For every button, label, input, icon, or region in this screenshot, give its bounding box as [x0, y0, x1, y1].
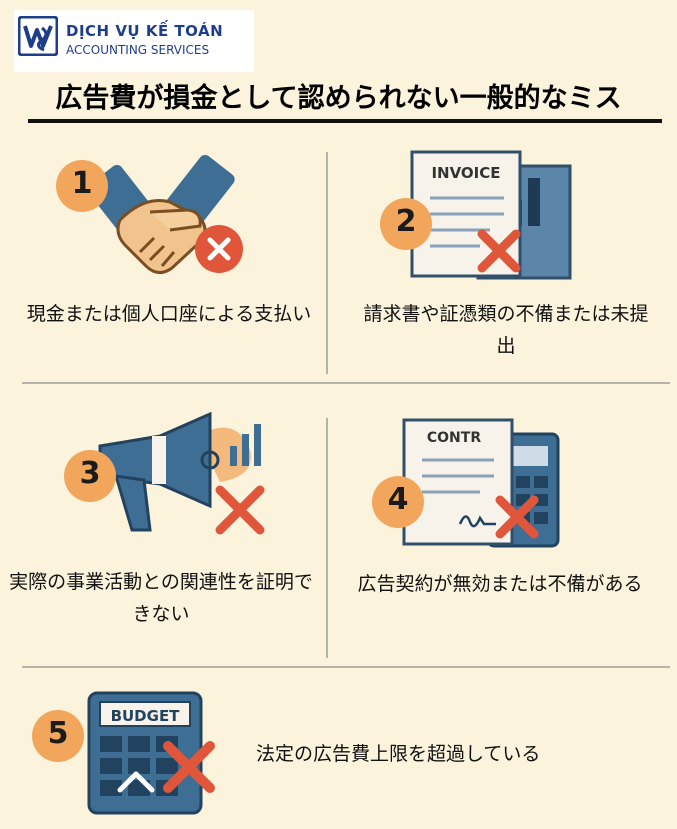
- item-5-number: 5: [47, 716, 69, 751]
- handshake-icon: [87, 154, 235, 274]
- cross-icon: [163, 741, 215, 793]
- title-underline: [28, 119, 662, 123]
- divider-vertical-1: [326, 152, 328, 374]
- number-badge-5: [32, 710, 84, 762]
- divider-horizontal-1: [22, 382, 670, 384]
- item-3-number: 3: [79, 456, 101, 491]
- item-1-number: 1: [71, 166, 93, 201]
- contract-label: CONTR: [426, 430, 482, 446]
- divider-vertical-2: [326, 418, 328, 658]
- logo-box: [14, 10, 254, 72]
- item-1-caption: 現金または個人口座による支払い: [26, 303, 312, 325]
- contract-icon: [402, 418, 560, 548]
- page-title: 広告費が損金として認められない一般的なミス: [55, 83, 622, 114]
- item-4-number: 4: [387, 482, 409, 517]
- item-2-number: 2: [395, 204, 417, 239]
- number-badge-2: [380, 198, 432, 250]
- number-badge-3: [64, 450, 116, 502]
- invoice-icon: [410, 150, 572, 280]
- item-2-caption: 請求書や証憑類の不備または未提出: [363, 303, 649, 357]
- divider-horizontal-2: [22, 666, 670, 668]
- logo-title: DỊCH VỤ KẾ TOÁN: [66, 22, 224, 40]
- number-badge-1: [56, 160, 108, 212]
- cross-icon: [215, 485, 265, 535]
- cross-icon: [477, 229, 521, 273]
- logo-mark-icon: [18, 16, 58, 56]
- logo-subtitle: ACCOUNTING SERVICES: [66, 43, 210, 57]
- cross-icon: [495, 495, 539, 539]
- number-badge-4: [372, 476, 424, 528]
- budget-label: BUDGET: [110, 707, 180, 725]
- invoice-label: INVOICE: [431, 164, 501, 182]
- item-4-caption: 広告契約が無効または不備がある: [357, 573, 643, 595]
- cross-circle-icon: [195, 225, 243, 273]
- megaphone-icon: [98, 411, 261, 532]
- item-5-caption: 法定の広告費上限を超過している: [256, 743, 541, 765]
- item-3-caption: 実際の事業活動との関連性を証明できない: [9, 571, 313, 625]
